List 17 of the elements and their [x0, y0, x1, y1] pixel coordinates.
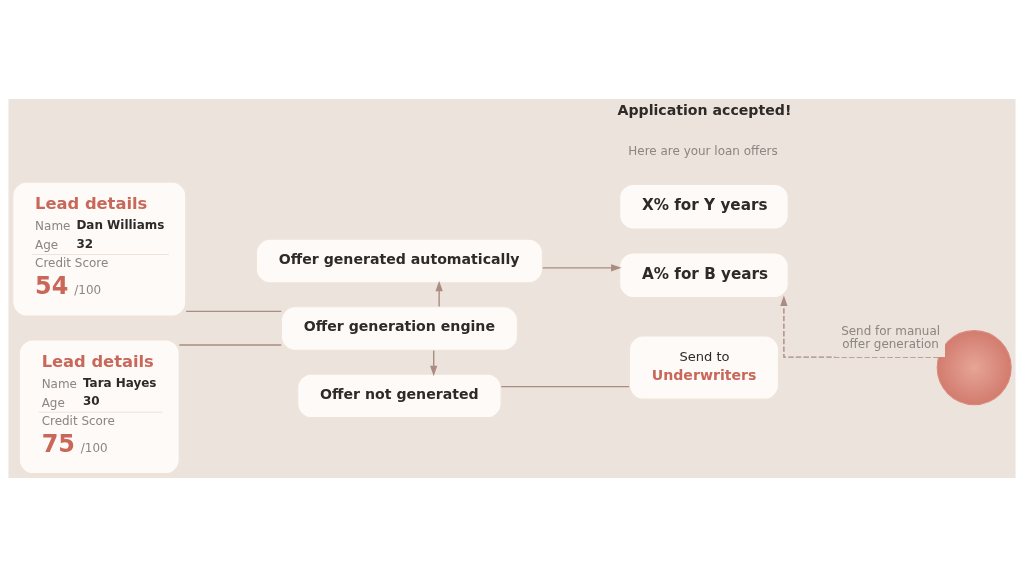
- node-box: Offer not generated: [297, 373, 502, 418]
- node-box: A% for B years: [619, 251, 789, 298]
- node-box: Lead details Name Tara Hayes Age 30 Credit Score 75 /100: [18, 338, 180, 474]
- arrow: [780, 294, 940, 358]
- arrow: [542, 263, 622, 271]
- node-box: Send to Underwriters: [628, 335, 779, 400]
- connector: [500, 385, 630, 387]
- arrow: [435, 280, 443, 307]
- node-box: X% for Y years: [619, 183, 789, 229]
- connector: [178, 343, 282, 346]
- connector: [185, 310, 282, 312]
- node-box: Offer generated automatically: [255, 238, 543, 283]
- node-box: Offer generation engine: [280, 305, 518, 351]
- label: Here are your loan offers: [628, 143, 778, 158]
- node-box: Lead details Name Dan Williams Age 32 Credit Score 54 /100: [12, 181, 187, 316]
- label: Application accepted!: [617, 101, 792, 118]
- edge-label: Send for manual offer generation: [841, 323, 941, 351]
